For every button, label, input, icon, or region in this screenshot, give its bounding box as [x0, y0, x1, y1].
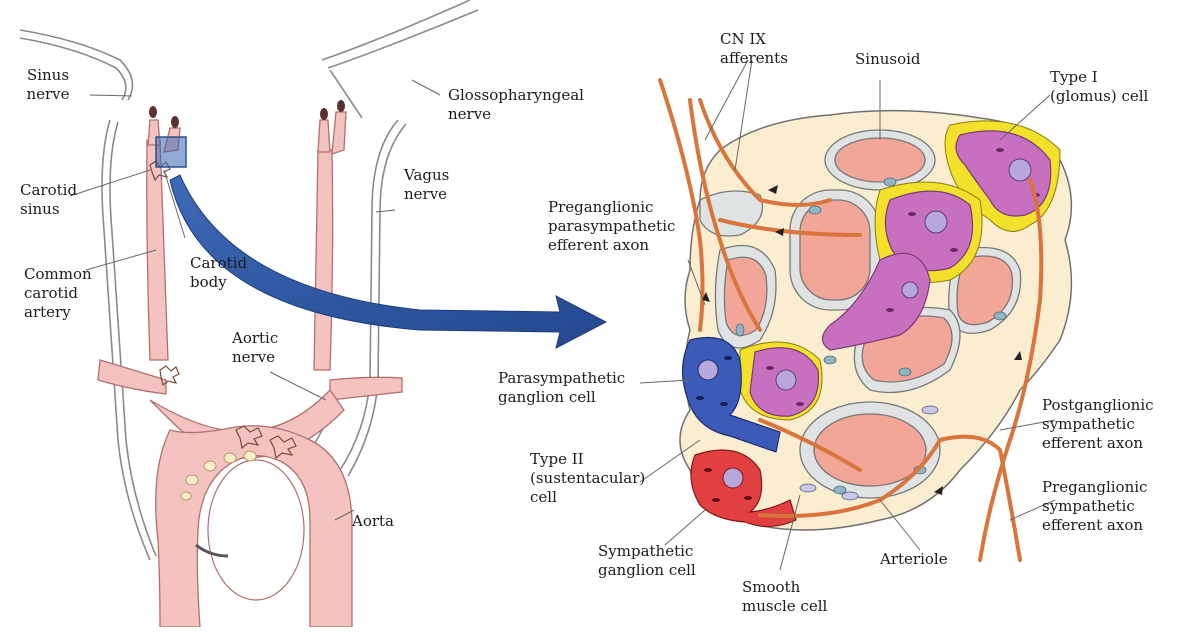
label-common-carotid-artery-line-3: artery — [24, 303, 71, 321]
label-sinus-nerve-line-1: Sinus — [27, 66, 69, 84]
label-carotid-body-line-1: Carotid — [190, 254, 247, 272]
label-cn-ix-afferents-line-2: afferents — [720, 49, 788, 67]
label-parasympathetic-ganglion-cell-line-2: ganglion cell — [498, 388, 596, 406]
label-smooth-muscle-cell-line-2: muscle cell — [742, 597, 828, 615]
label-carotid-sinus-line-1: Carotid — [20, 181, 77, 199]
label-preganglionic-parasympathetic-line-2: parasympathetic — [548, 217, 675, 235]
label-type-i-cell: Type I(glomus) cell — [1050, 68, 1149, 105]
label-type-ii-cell: Type II(sustentacular)cell — [530, 450, 645, 506]
label-aorta: Aorta — [351, 512, 394, 530]
label-cn-ix-afferents-line-1: CN IX — [720, 30, 766, 48]
label-preganglionic-sympathetic-line-2: sympathetic — [1042, 497, 1135, 515]
label-sinusoid: Sinusoid — [855, 50, 921, 68]
label-arteriole: Arteriole — [879, 550, 948, 568]
label-vagus-nerve-line-2: nerve — [404, 185, 447, 203]
label-parasympathetic-ganglion-cell-line-1: Parasympathetic — [498, 369, 625, 387]
label-preganglionic-sympathetic-line-1: Preganglionic — [1042, 478, 1147, 496]
label-type-i-cell-line-1: Type I — [1050, 68, 1098, 86]
label-aorta-line-1: Aorta — [351, 512, 394, 530]
label-smooth-muscle-cell-line-1: Smooth — [742, 578, 801, 596]
label-glossopharyngeal-nerve-line-2: nerve — [448, 105, 491, 123]
carotid-body-highlight-box — [156, 137, 186, 167]
label-type-i-cell-line-2: (glomus) cell — [1050, 87, 1149, 105]
label-common-carotid-artery-line-2: carotid — [24, 284, 78, 302]
label-sympathetic-ganglion-cell-line-2: ganglion cell — [598, 561, 696, 579]
label-glossopharyngeal-nerve-line-1: Glossopharyngeal — [448, 86, 584, 104]
label-vagus-nerve-line-1: Vagus — [403, 166, 449, 184]
label-sinus-nerve-line-2: nerve — [26, 85, 69, 103]
label-postganglionic-sympathetic-line-3: efferent axon — [1042, 434, 1143, 452]
label-preganglionic-parasympathetic-line-3: efferent axon — [548, 236, 649, 254]
label-aortic-nerve-line-1: Aortic — [231, 329, 278, 347]
label-carotid-body-line-2: body — [190, 273, 227, 291]
label-type-ii-cell-line-3: cell — [530, 488, 557, 506]
label-type-ii-cell-line-2: (sustentacular) — [530, 469, 645, 487]
carotid-body-detail — [640, 60, 1071, 570]
label-preganglionic-sympathetic-line-3: efferent axon — [1042, 516, 1143, 534]
label-carotid-sinus-line-2: sinus — [20, 200, 60, 218]
label-sinusoid-line-1: Sinusoid — [855, 50, 921, 68]
label-postganglionic-sympathetic-line-1: Postganglionic — [1042, 396, 1154, 414]
label-sympathetic-ganglion-cell-line-1: Sympathetic — [598, 542, 693, 560]
label-postganglionic-sympathetic-line-2: sympathetic — [1042, 415, 1135, 433]
label-type-ii-cell-line-1: Type II — [530, 450, 584, 468]
label-preganglionic-parasympathetic-line-1: Preganglionic — [548, 198, 653, 216]
label-common-carotid-artery-line-1: Common — [24, 265, 92, 283]
label-arteriole-line-1: Arteriole — [879, 550, 948, 568]
label-aortic-nerve-line-2: nerve — [232, 348, 275, 366]
